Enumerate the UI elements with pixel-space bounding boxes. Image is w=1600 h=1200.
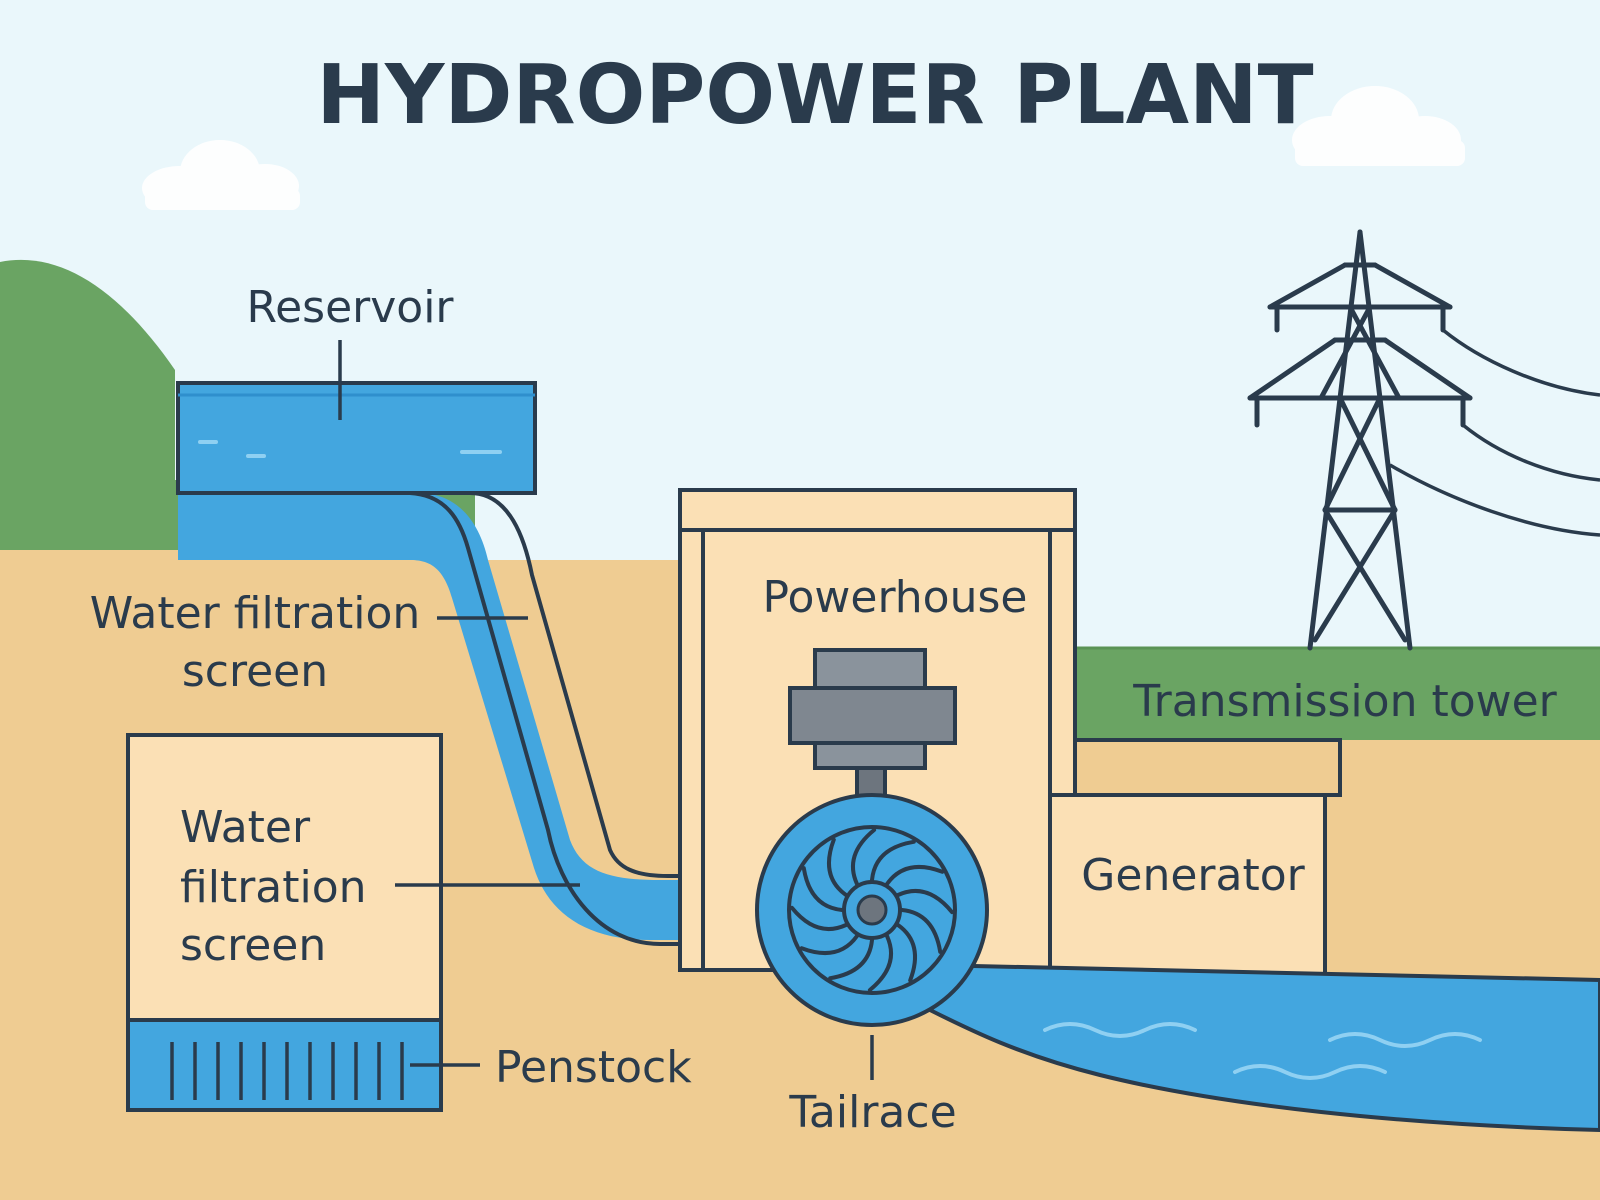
- power-lines: [1389, 328, 1600, 537]
- filtration-grate: [126, 1018, 443, 1112]
- label-water-filtration-screen-top-line2: screen: [182, 646, 328, 697]
- turbine-blade: [867, 934, 894, 992]
- transmission-tower-icon: [1247, 229, 1473, 651]
- turbine-blade: [850, 828, 877, 886]
- cloud-icon: [142, 140, 300, 210]
- label-box-line3: screen: [180, 920, 326, 971]
- turbine-blade: [828, 938, 874, 981]
- turbine-icon: [755, 793, 989, 1027]
- label-box-line2: filtration: [180, 862, 367, 913]
- label-tailrace: Tailrace: [788, 1087, 956, 1138]
- hill: [0, 259, 175, 560]
- turbine-blade: [885, 864, 945, 886]
- turbine-blade: [896, 888, 954, 915]
- step-block: [1073, 738, 1342, 797]
- generator-annex: [1048, 793, 1327, 977]
- powerhouse-roof: [678, 488, 1077, 532]
- tailrace-water: [928, 962, 1600, 1133]
- cloud-icon: [1292, 86, 1465, 166]
- grass-right: [1075, 648, 1600, 740]
- label-box-line1: Water: [180, 802, 311, 853]
- turbine-blade: [870, 839, 916, 882]
- turbine-blade: [799, 934, 859, 956]
- reservoir-basin: [176, 381, 537, 495]
- turbine-blade: [826, 837, 848, 897]
- label-generator: Generator: [1081, 850, 1305, 901]
- label-reservoir: Reservoir: [246, 282, 454, 333]
- water-ripples: [1043, 1022, 1482, 1080]
- turbine-blade: [900, 908, 943, 954]
- diagram-title: HYDROPOWER PLANT: [316, 48, 1313, 143]
- label-transmission-tower: Transmission tower: [1132, 676, 1557, 727]
- turbine-blade: [801, 866, 844, 912]
- label-water-filtration-screen-top-line1: Water filtration: [90, 588, 421, 639]
- turbine-blade: [790, 905, 848, 932]
- label-powerhouse: Powerhouse: [763, 572, 1028, 623]
- leader-lines: [338, 340, 1342, 1080]
- label-penstock: Penstock: [495, 1042, 692, 1093]
- turbine-blade: [896, 923, 918, 983]
- generator-icon: [788, 648, 957, 820]
